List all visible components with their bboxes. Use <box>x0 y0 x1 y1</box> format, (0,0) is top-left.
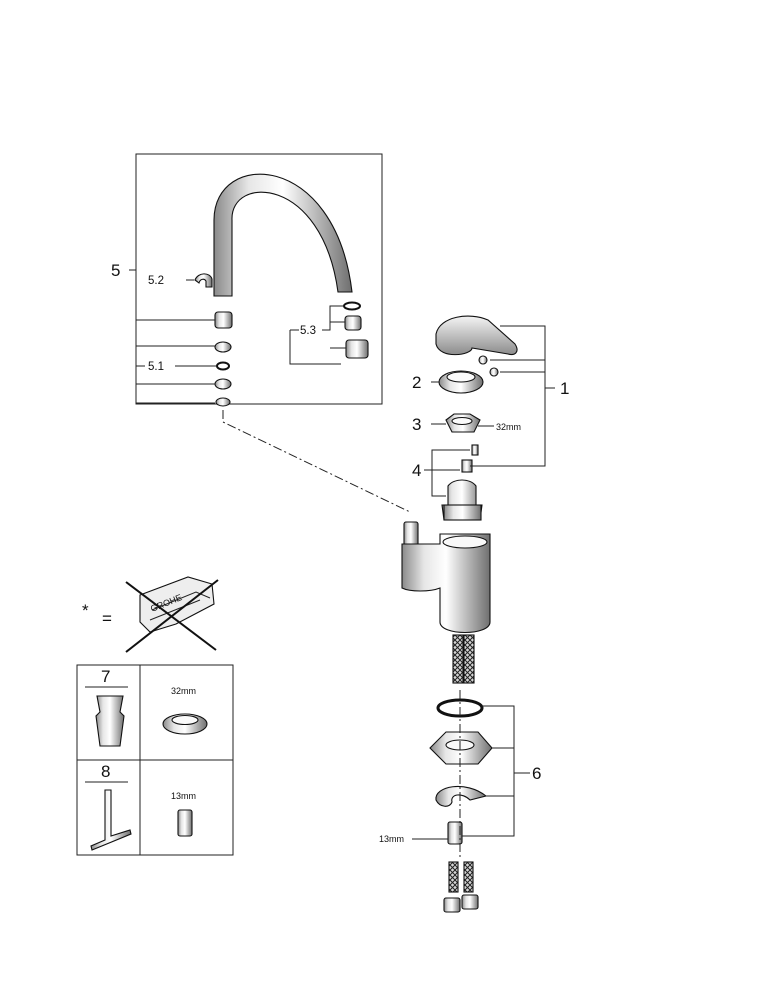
connector-nut-lower <box>214 378 232 390</box>
callout-1: 1 <box>560 379 569 398</box>
callout-2: 2 <box>412 373 421 392</box>
aerator-insert <box>344 315 362 331</box>
supply-hose-right <box>463 634 475 684</box>
handle-cap <box>489 367 499 377</box>
spout-clip <box>194 273 213 288</box>
callout-5-3: 5.3 <box>300 325 316 337</box>
asterisk-legend <box>125 576 219 653</box>
lower-hose-nut-left <box>443 897 461 913</box>
callout-8: 8 <box>101 762 110 781</box>
tools-table <box>76 664 234 856</box>
dimension-nut-32mm: 32mm <box>496 422 521 432</box>
callout-4: 4 <box>412 461 421 480</box>
lower-hose-nut-right <box>461 894 479 910</box>
aerator-housing <box>345 339 369 359</box>
spout-detail-frame <box>135 153 383 405</box>
faucet-body-top <box>442 535 488 549</box>
connector-o-ring <box>216 361 230 371</box>
callout-5-2: 5.2 <box>148 275 164 287</box>
tool7-nut-hole <box>171 714 199 726</box>
socket-wrench-tool <box>95 695 125 747</box>
connector-sleeve <box>214 311 233 329</box>
faucet-body-group <box>401 315 555 913</box>
callout-5: 5 <box>111 261 120 280</box>
crossed-out-mark <box>125 579 219 653</box>
connector-nut-upper <box>214 341 232 353</box>
cartridge-base <box>443 504 482 521</box>
lever-handle <box>435 315 518 356</box>
spout-pipe <box>213 173 353 297</box>
dimension-box-32mm: 32mm <box>171 686 196 696</box>
aerator-seal <box>343 301 361 311</box>
spout-assembly-group <box>129 153 411 513</box>
tool8-bolt <box>177 809 193 837</box>
t-key-tool <box>90 789 132 851</box>
set-screw-upper <box>471 444 479 456</box>
horseshoe-washer <box>435 785 488 807</box>
connector-washer <box>215 397 231 407</box>
callout-6: 6 <box>532 764 541 783</box>
mounting-bolt-nut <box>447 821 463 845</box>
callout-3: 3 <box>412 415 421 434</box>
callout-7: 7 <box>101 667 110 686</box>
dimension-bolt-13mm: 13mm <box>379 834 404 844</box>
handle-screw <box>478 355 488 365</box>
supply-hose-left <box>452 634 464 684</box>
tool-box-illustration <box>139 576 215 633</box>
lower-hose-right <box>463 861 474 893</box>
legend-asterisk: * <box>82 601 89 620</box>
lower-hose-left <box>448 861 459 893</box>
faucet-body <box>401 533 491 633</box>
hex-nut-hole <box>451 416 473 426</box>
legend-equals: = <box>102 609 112 628</box>
callout-5-1: 5.1 <box>148 361 164 373</box>
cover-cap-opening <box>446 371 476 383</box>
dimension-box-13mm: 13mm <box>171 791 196 801</box>
spout-connector-parts <box>214 311 233 407</box>
aerator-parts <box>343 301 369 359</box>
